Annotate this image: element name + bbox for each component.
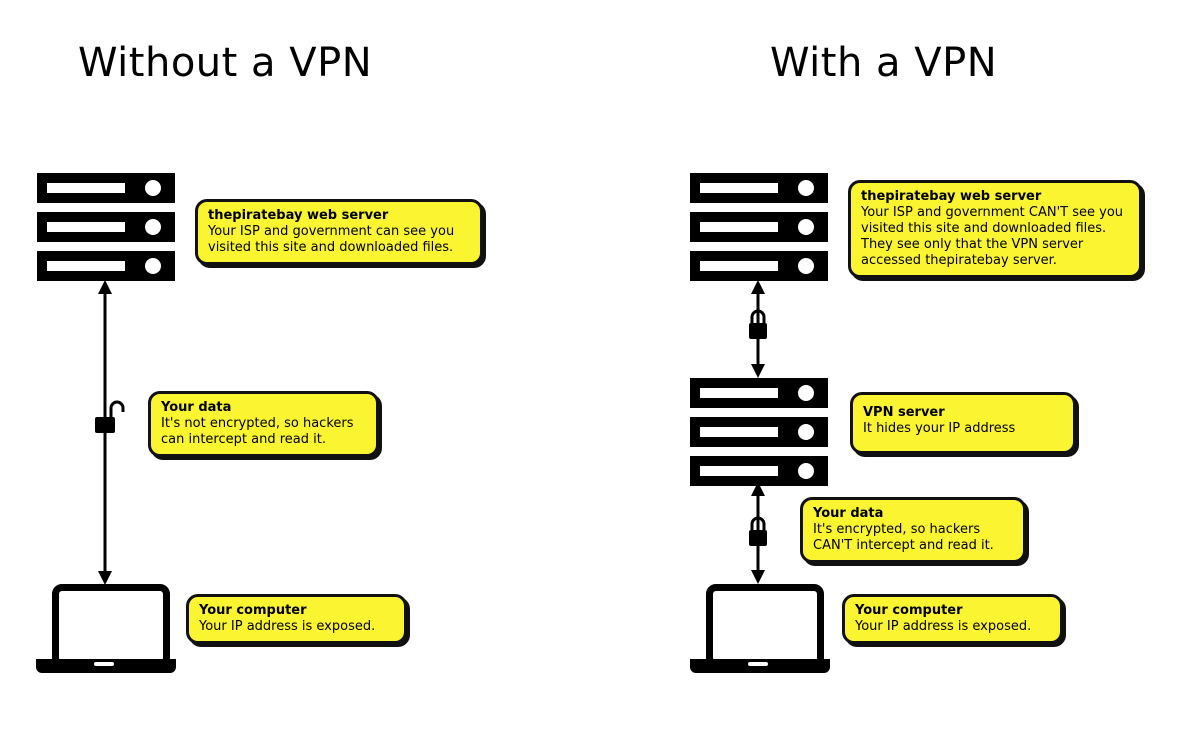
vpn-server-icon	[690, 378, 828, 495]
web-server-callout: thepiratebay web server Your ISP and gov…	[848, 180, 1142, 278]
server-rack	[690, 378, 828, 408]
callout-line: visited this site and downloaded files.	[861, 221, 1107, 236]
callout-line: accessed thepiratebay server.	[861, 253, 1057, 268]
title-without-vpn: Without a VPN	[78, 40, 373, 86]
callout-line: CAN'T intercept and read it.	[813, 538, 994, 553]
server-rack	[690, 417, 828, 447]
callout-heading: VPN server	[863, 405, 945, 420]
callout-heading: thepiratebay web server	[208, 208, 389, 223]
callout-heading: Your data	[813, 506, 884, 521]
callout-line: can intercept and read it.	[161, 432, 326, 447]
callout-heading: Your data	[161, 400, 232, 415]
encrypted-connection-arrow	[749, 482, 767, 584]
callout-heading: Your computer	[199, 603, 307, 618]
locked-padlock-icon	[749, 309, 767, 339]
callout-line: Your IP address is exposed.	[199, 619, 376, 634]
server-rack	[37, 173, 175, 203]
data-callout: Your data It's not encrypted, so hackers…	[148, 391, 379, 457]
unlocked-padlock-icon	[95, 400, 125, 433]
server-rack	[690, 251, 828, 281]
locked-padlock-icon	[749, 516, 767, 546]
encrypted-connection-arrow	[749, 280, 767, 378]
callout-line: Your ISP and government CAN'T see you	[861, 205, 1124, 220]
title-with-vpn: With a VPN	[770, 40, 998, 86]
server-rack	[690, 212, 828, 242]
callout-heading: thepiratebay web server	[861, 189, 1042, 204]
callout-line: Your ISP and government can see you	[208, 224, 455, 239]
computer-callout: Your computer Your IP address is exposed…	[842, 594, 1063, 644]
connection-arrow	[95, 280, 125, 585]
web-server-callout: thepiratebay web server Your ISP and gov…	[195, 199, 483, 265]
server-rack	[690, 173, 828, 203]
callout-line: It hides your IP address	[863, 421, 1016, 436]
vpn-server-callout: VPN server It hides your IP address	[850, 392, 1076, 454]
server-rack	[37, 212, 175, 242]
data-callout: Your data It's encrypted, so hackers CAN…	[800, 497, 1026, 563]
server-rack	[37, 251, 175, 281]
laptop-icon	[36, 584, 176, 674]
callout-line: visited this site and downloaded files.	[208, 240, 454, 255]
web-server-icon	[37, 173, 175, 290]
callout-line: It's encrypted, so hackers	[813, 522, 981, 537]
callout-line: They see only that the VPN server	[861, 237, 1084, 252]
callout-line: It's not encrypted, so hackers	[161, 416, 354, 431]
computer-callout: Your computer Your IP address is exposed…	[186, 594, 407, 644]
callout-line: Your IP address is exposed.	[855, 619, 1032, 634]
laptop-icon	[690, 584, 830, 674]
web-server-icon	[690, 173, 828, 290]
callout-heading: Your computer	[855, 603, 963, 618]
server-rack	[690, 456, 828, 486]
